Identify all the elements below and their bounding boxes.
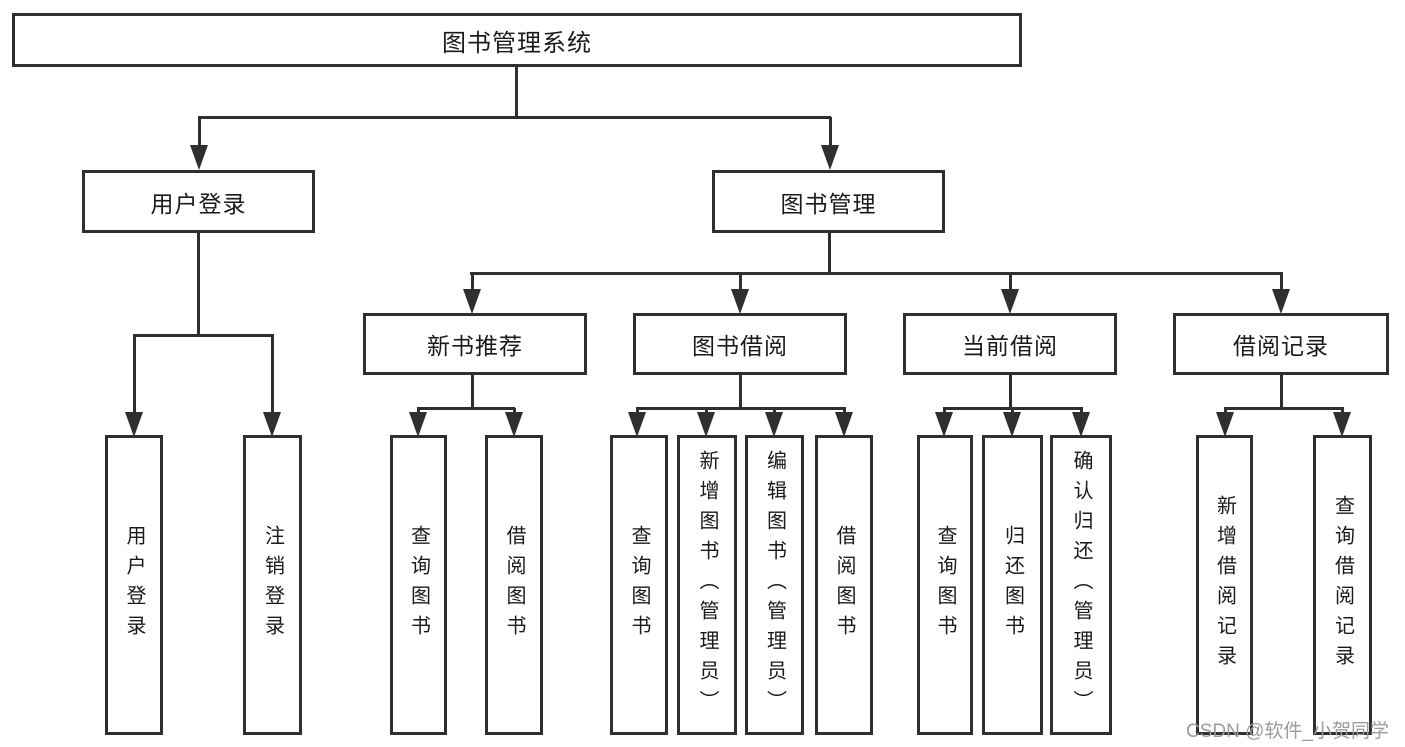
node-root-label: 图书管理系统: [442, 29, 592, 57]
arrowhead-down-icon: [731, 289, 749, 314]
connector-line: [1009, 273, 1012, 291]
connector-line: [739, 375, 742, 410]
connector-line: [515, 67, 518, 119]
connector-line: [1341, 408, 1344, 414]
leaf-borrow-books-label: 借阅图书: [833, 525, 855, 645]
connector-line: [843, 408, 846, 414]
leaf-edit-book-admin: 编辑图书（管理员）: [745, 435, 804, 735]
node-book-borrow-label: 图书借阅: [692, 333, 788, 359]
leaf-query-borrow-record: 查询借阅记录: [1313, 435, 1372, 735]
connector-line: [513, 408, 516, 414]
node-borrow-records: 借阅记录: [1173, 313, 1389, 375]
connector-line: [829, 117, 832, 147]
leaf-query-books-current: 查询图书: [917, 435, 973, 735]
leaf-borrow-books-recommend: 借阅图书: [485, 435, 543, 735]
node-book-borrow: 图书借阅: [633, 313, 847, 375]
leaf-logout: 注销登录: [243, 435, 302, 735]
node-new-book-recommend: 新书推荐: [363, 313, 587, 375]
arrowhead-down-icon: [1216, 412, 1234, 437]
leaf-return-book-label: 归还图书: [1001, 525, 1024, 645]
arrowhead-down-icon: [463, 289, 481, 314]
node-user-login-group-label: 用户登录: [150, 190, 247, 217]
connector-line: [198, 117, 201, 147]
connector-line: [1224, 407, 1344, 410]
arrowhead-down-icon: [765, 412, 783, 437]
leaf-query-borrow-record-label: 查询借阅记录: [1331, 495, 1354, 675]
leaf-borrow-books: 借阅图书: [815, 435, 873, 735]
leaf-add-borrow-record: 新增借阅记录: [1196, 435, 1253, 735]
connector-line: [943, 408, 946, 414]
leaf-add-book-admin-label: 新增图书（管理员）: [696, 450, 718, 720]
leaf-user-login-label: 用户登录: [123, 525, 145, 645]
connector-line: [1011, 408, 1014, 414]
arrowhead-down-icon: [1272, 289, 1290, 314]
connector-line: [739, 273, 742, 291]
leaf-logout-label: 注销登录: [261, 525, 284, 645]
leaf-edit-book-admin-label: 编辑图书（管理员）: [763, 450, 786, 720]
leaf-confirm-return-admin: 确认归还（管理员）: [1050, 435, 1112, 735]
arrowhead-down-icon: [1072, 412, 1090, 437]
leaf-return-book: 归还图书: [982, 435, 1043, 735]
arrowhead-down-icon: [125, 412, 143, 437]
arrowhead-down-icon: [697, 412, 715, 437]
connector-line: [1009, 375, 1012, 410]
leaf-add-book-admin: 新增图书（管理员）: [677, 435, 737, 735]
leaf-query-books-recommend: 查询图书: [390, 435, 447, 735]
node-current-borrow: 当前借阅: [903, 313, 1117, 375]
arrowhead-down-icon: [1001, 289, 1019, 314]
node-book-management-label: 图书管理: [780, 190, 877, 217]
leaf-query-books-current-label: 查询图书: [934, 525, 956, 645]
leaf-user-login: 用户登录: [105, 435, 163, 735]
node-user-login-group: 用户登录: [82, 170, 315, 233]
leaf-borrow-books-recommend-label: 借阅图书: [503, 525, 525, 645]
connector-line: [1280, 273, 1283, 291]
arrowhead-down-icon: [505, 412, 523, 437]
arrowhead-down-icon: [409, 412, 427, 437]
arrowhead-down-icon: [263, 412, 281, 437]
connector-line: [471, 375, 474, 410]
node-new-book-recommend-label: 新书推荐: [427, 333, 523, 359]
arrowhead-down-icon: [935, 412, 953, 437]
arrowhead-down-icon: [821, 145, 839, 170]
connector-line: [271, 335, 274, 414]
connector-line: [773, 408, 776, 414]
arrowhead-down-icon: [190, 145, 208, 170]
connector-line: [1280, 375, 1283, 410]
connector-line: [828, 233, 831, 275]
connector-line: [1224, 408, 1227, 414]
node-current-borrow-label: 当前借阅: [962, 333, 1058, 359]
arrowhead-down-icon: [835, 412, 853, 437]
leaf-query-books-recommend-label: 查询图书: [407, 525, 430, 645]
connector-line: [471, 273, 474, 291]
connector-line: [417, 408, 420, 414]
connector-line: [197, 233, 200, 337]
connector-line: [705, 408, 708, 414]
leaf-query-books-borrow-label: 查询图书: [628, 525, 650, 645]
watermark: CSDN @软件_小贺同学: [1186, 721, 1389, 742]
node-root: 图书管理系统: [12, 13, 1022, 67]
connector-line: [198, 116, 831, 119]
connector-line: [133, 334, 274, 337]
connector-line: [636, 408, 639, 414]
connector-line: [636, 407, 846, 410]
leaf-query-books-borrow: 查询图书: [610, 435, 668, 735]
node-borrow-records-label: 借阅记录: [1233, 333, 1329, 359]
node-book-management: 图书管理: [712, 170, 945, 233]
leaf-add-borrow-record-label: 新增借阅记录: [1213, 495, 1236, 675]
connector-line: [470, 272, 1283, 275]
connector-line: [1080, 408, 1083, 414]
connector-line: [133, 335, 136, 414]
connector-line: [417, 407, 515, 410]
arrowhead-down-icon: [1333, 412, 1351, 437]
arrowhead-down-icon: [628, 412, 646, 437]
leaf-confirm-return-admin-label: 确认归还（管理员）: [1070, 450, 1092, 720]
arrowhead-down-icon: [1003, 412, 1021, 437]
